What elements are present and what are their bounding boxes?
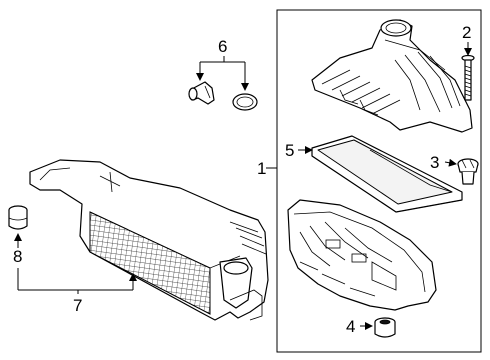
lower-housing	[287, 199, 437, 311]
grommet	[374, 317, 396, 338]
upper-housing-cover	[311, 19, 473, 133]
callout-6: 6	[218, 37, 227, 56]
callout-3: 3	[430, 153, 439, 172]
duct-grommet	[8, 205, 28, 230]
filter-element	[311, 135, 463, 213]
callout-8: 8	[13, 247, 22, 266]
assembly-box	[276, 9, 482, 353]
intake-duct	[29, 159, 269, 321]
callout-4: 4	[346, 317, 355, 336]
callout-7: 7	[73, 296, 82, 315]
leaders	[14, 42, 472, 330]
bolt	[461, 54, 475, 101]
callout-5: 5	[285, 141, 294, 160]
o-ring-seal	[232, 93, 258, 111]
callout-2: 2	[462, 23, 471, 42]
push-clip	[457, 158, 479, 185]
sensor	[188, 81, 215, 105]
callout-1: 1	[257, 159, 266, 178]
